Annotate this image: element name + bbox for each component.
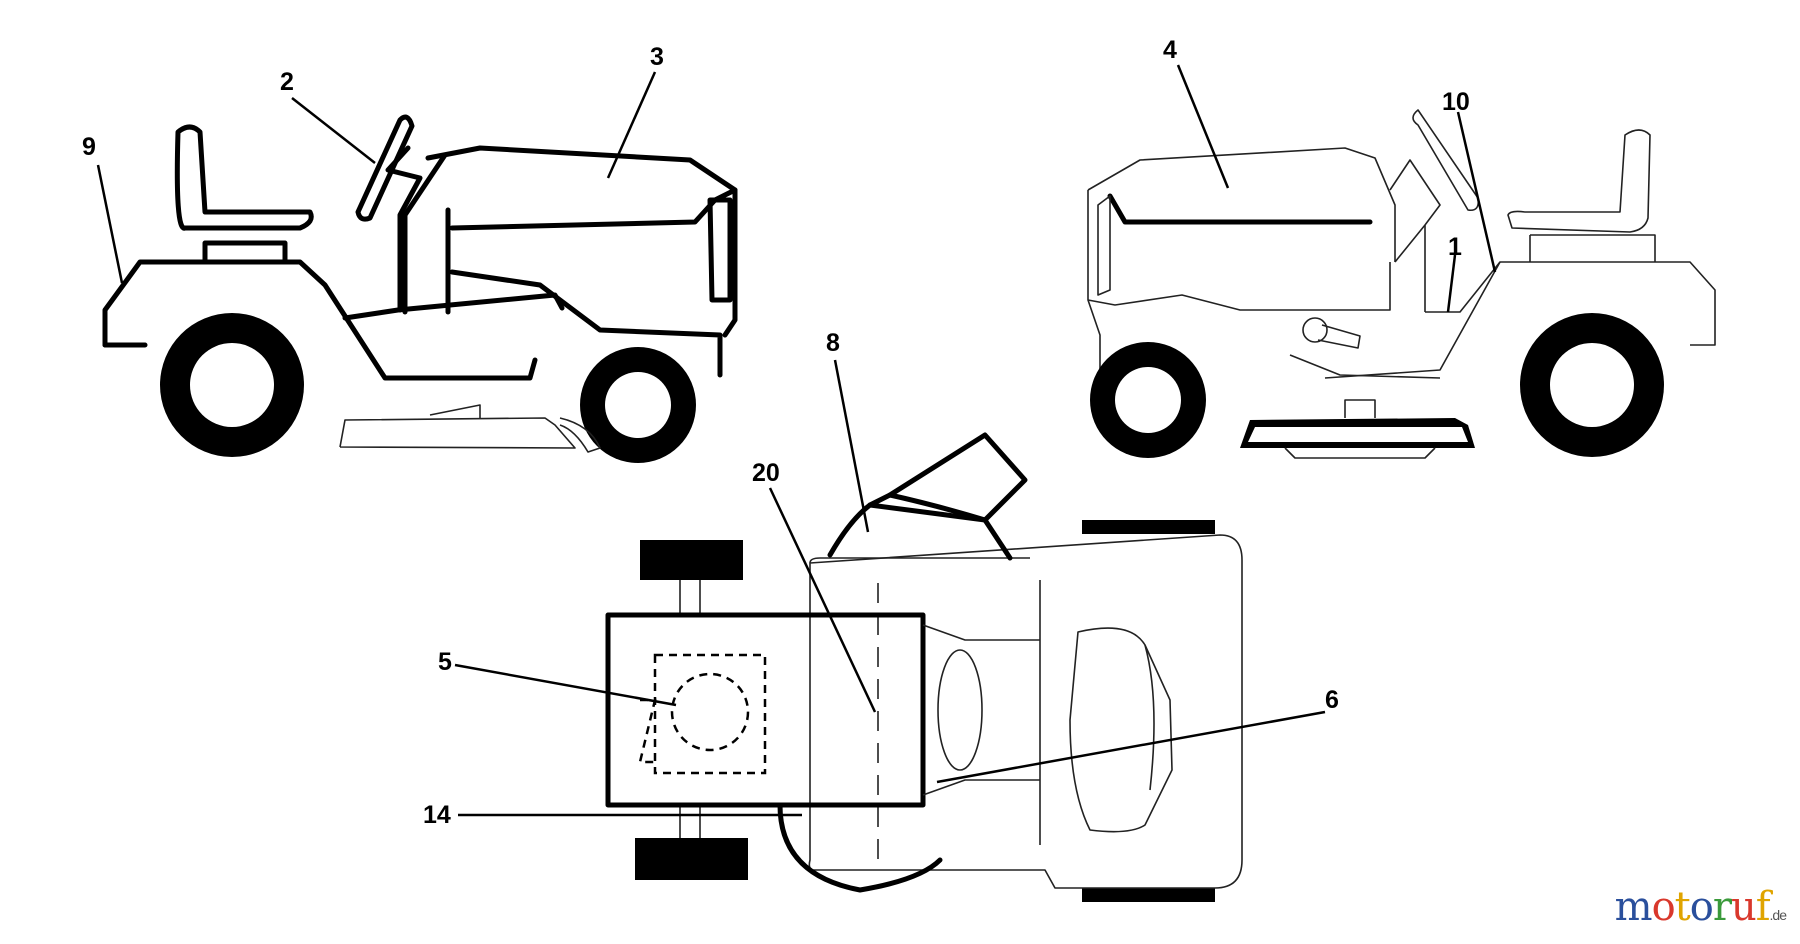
callout-1: 1	[1448, 233, 1462, 261]
tractor-right-side-view	[1087, 109, 1716, 459]
watermark-letter: o	[1651, 884, 1676, 930]
leader-6	[936, 710, 1326, 784]
leader-4	[1176, 64, 1230, 189]
tractor-left-side-view	[102, 114, 738, 463]
watermark-letter: o	[1689, 884, 1714, 930]
watermark-letter: u	[1730, 884, 1757, 930]
callout-10: 10	[1442, 88, 1470, 116]
callout-6: 6	[1325, 686, 1339, 714]
watermark-letters: motoruf	[1614, 884, 1771, 930]
watermark-letter: f	[1755, 884, 1771, 930]
leader-lines	[96, 64, 1497, 817]
callout-3: 3	[650, 43, 664, 71]
callout-labels: 9 2 3 4 10 1 8 20 5 6 14	[82, 36, 1470, 829]
watermark-letter: m	[1614, 884, 1653, 930]
leader-20	[768, 487, 877, 713]
leader-5	[454, 663, 677, 707]
callout-20: 20	[752, 459, 780, 487]
leader-1	[1446, 254, 1457, 313]
watermark-letter: r	[1712, 884, 1732, 930]
leader-3	[606, 71, 657, 179]
leader-2	[291, 97, 376, 164]
callout-4: 4	[1163, 36, 1177, 64]
watermark-suffix: .de	[1769, 907, 1787, 923]
leader-9	[96, 164, 124, 284]
callout-5: 5	[438, 648, 452, 676]
callout-14: 14	[423, 801, 451, 829]
callout-9: 9	[82, 133, 96, 161]
callout-2: 2	[280, 68, 294, 96]
watermark-letter: t	[1674, 884, 1691, 930]
leader-10	[1456, 111, 1497, 273]
leader-8	[833, 359, 870, 533]
tractor-top-view	[605, 432, 1243, 902]
motoruf-watermark-logo: motoruf.de	[1614, 884, 1787, 930]
callout-8: 8	[826, 329, 840, 357]
